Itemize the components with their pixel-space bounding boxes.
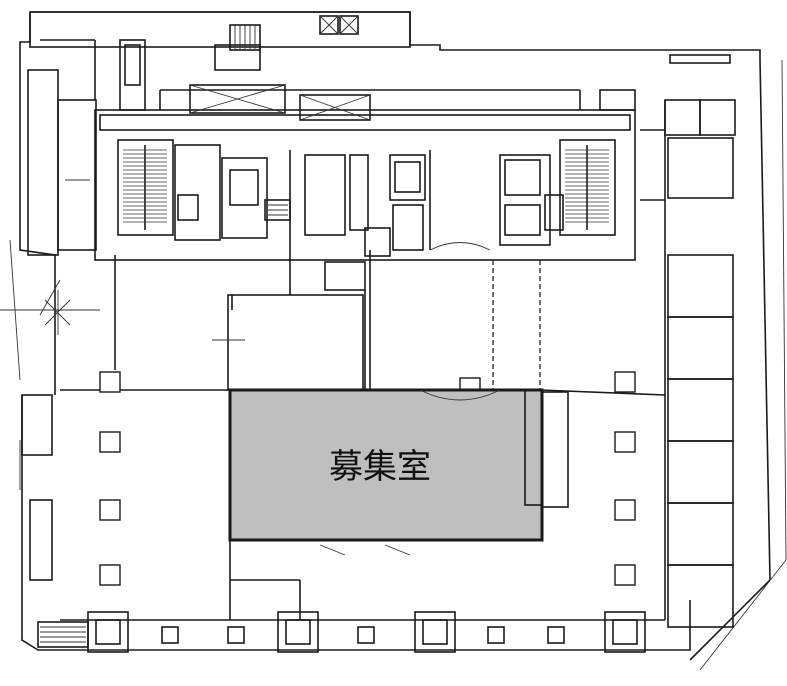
recruiting-room[interactable]: 募集室 [228,388,569,542]
column [614,431,636,453]
right-bays [664,99,736,628]
left-entrance [0,239,100,581]
bay [667,502,734,566]
recruiting-room-area[interactable] [228,388,544,542]
column [99,499,121,521]
core-band [94,24,636,261]
left-wing [27,39,97,256]
bay [667,316,734,380]
room-label: 募集室 [329,447,431,487]
bottom-facade [37,540,665,653]
column [614,564,636,586]
core-rooms [174,144,564,260]
column [99,431,121,453]
column [99,371,121,393]
left-stair [117,139,174,236]
bay [667,440,734,504]
bay [667,254,734,318]
bay [667,564,734,628]
column [614,371,636,393]
bay [667,378,734,442]
outer-walls [19,11,787,671]
column [99,564,121,586]
right-stair [559,139,616,236]
column [614,499,636,521]
